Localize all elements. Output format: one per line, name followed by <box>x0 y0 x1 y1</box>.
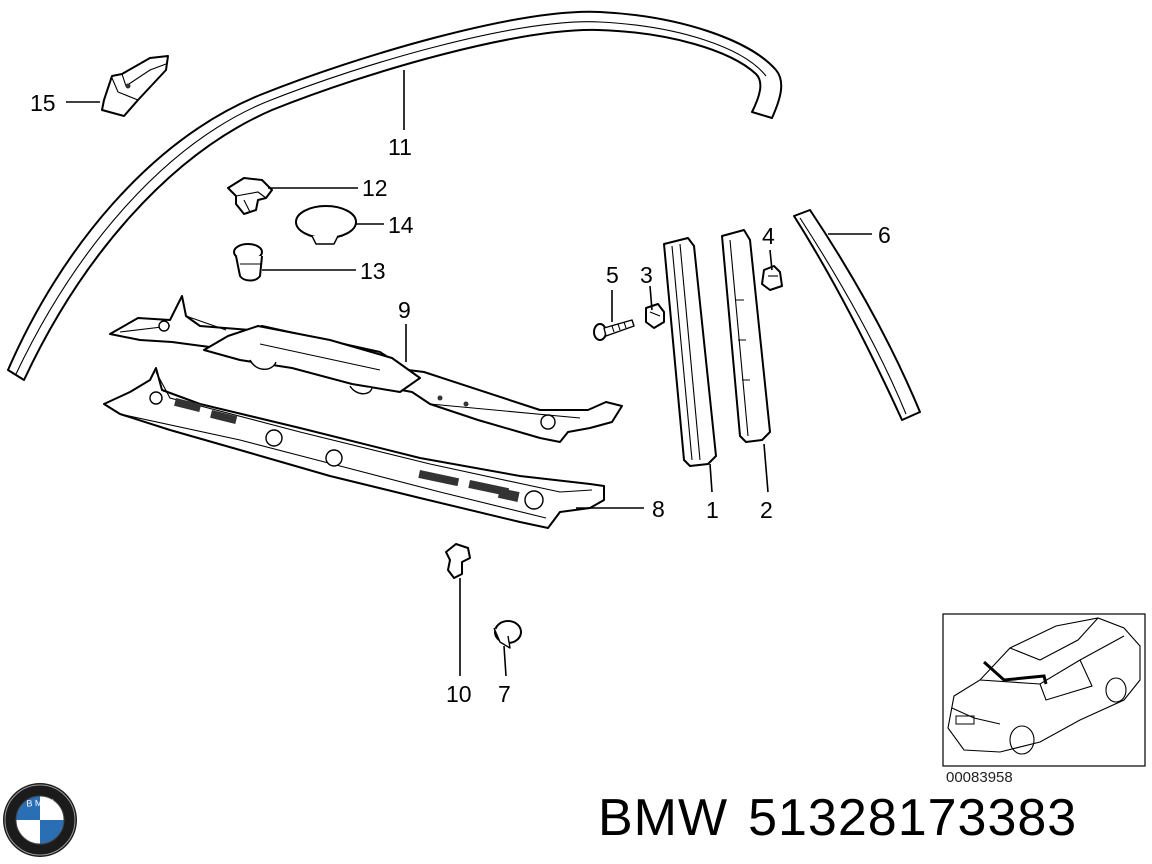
label-part-8: 8 <box>652 496 665 522</box>
label-part-3: 3 <box>640 262 653 288</box>
brand-name: BMW <box>598 789 729 847</box>
label-part-6: 6 <box>878 222 891 248</box>
part-6-drawing <box>793 209 921 421</box>
part-9-drawing <box>109 295 623 443</box>
svg-text:B M W: B M W <box>26 798 54 809</box>
part-1-drawing <box>663 237 717 467</box>
car-location-inset: 00083958 <box>942 613 1146 786</box>
part-14-drawing <box>295 205 357 245</box>
part-5-drawing <box>593 319 635 341</box>
bmw-roundel-logo: B M W <box>3 783 77 857</box>
part-10-drawing <box>445 543 471 579</box>
label-part-4: 4 <box>762 223 775 249</box>
part-11-drawing <box>7 10 783 381</box>
leader-lines <box>66 70 872 677</box>
label-part-2: 2 <box>760 497 773 523</box>
part-labels: 15 11 12 14 13 9 5 3 4 6 8 1 2 10 7 <box>30 90 891 707</box>
part-8-drawing <box>103 367 605 529</box>
part-13-drawing <box>233 243 263 282</box>
part-15-drawing <box>101 55 169 117</box>
label-part-10: 10 <box>446 681 472 707</box>
car-outline-icon <box>947 617 1141 755</box>
label-part-15: 15 <box>30 90 56 116</box>
part-8-vents <box>174 397 520 502</box>
label-part-14: 14 <box>388 212 414 238</box>
inset-reference-code: 00083958 <box>946 769 1013 786</box>
part-4-drawing <box>761 265 783 291</box>
part-12-drawing <box>227 177 273 215</box>
label-part-9: 9 <box>398 297 411 323</box>
label-part-7: 7 <box>498 681 511 707</box>
part-7-drawing <box>493 620 522 649</box>
label-part-12: 12 <box>362 175 388 201</box>
label-part-5: 5 <box>606 262 619 288</box>
label-part-13: 13 <box>360 258 386 284</box>
part-number-caption: BMW 51328173383 <box>598 788 1097 848</box>
part-number: 51328173383 <box>748 789 1078 847</box>
part-2-drawing <box>721 229 771 443</box>
part-3-drawing <box>645 303 665 329</box>
label-part-1: 1 <box>706 497 719 523</box>
label-part-11: 11 <box>388 134 412 160</box>
